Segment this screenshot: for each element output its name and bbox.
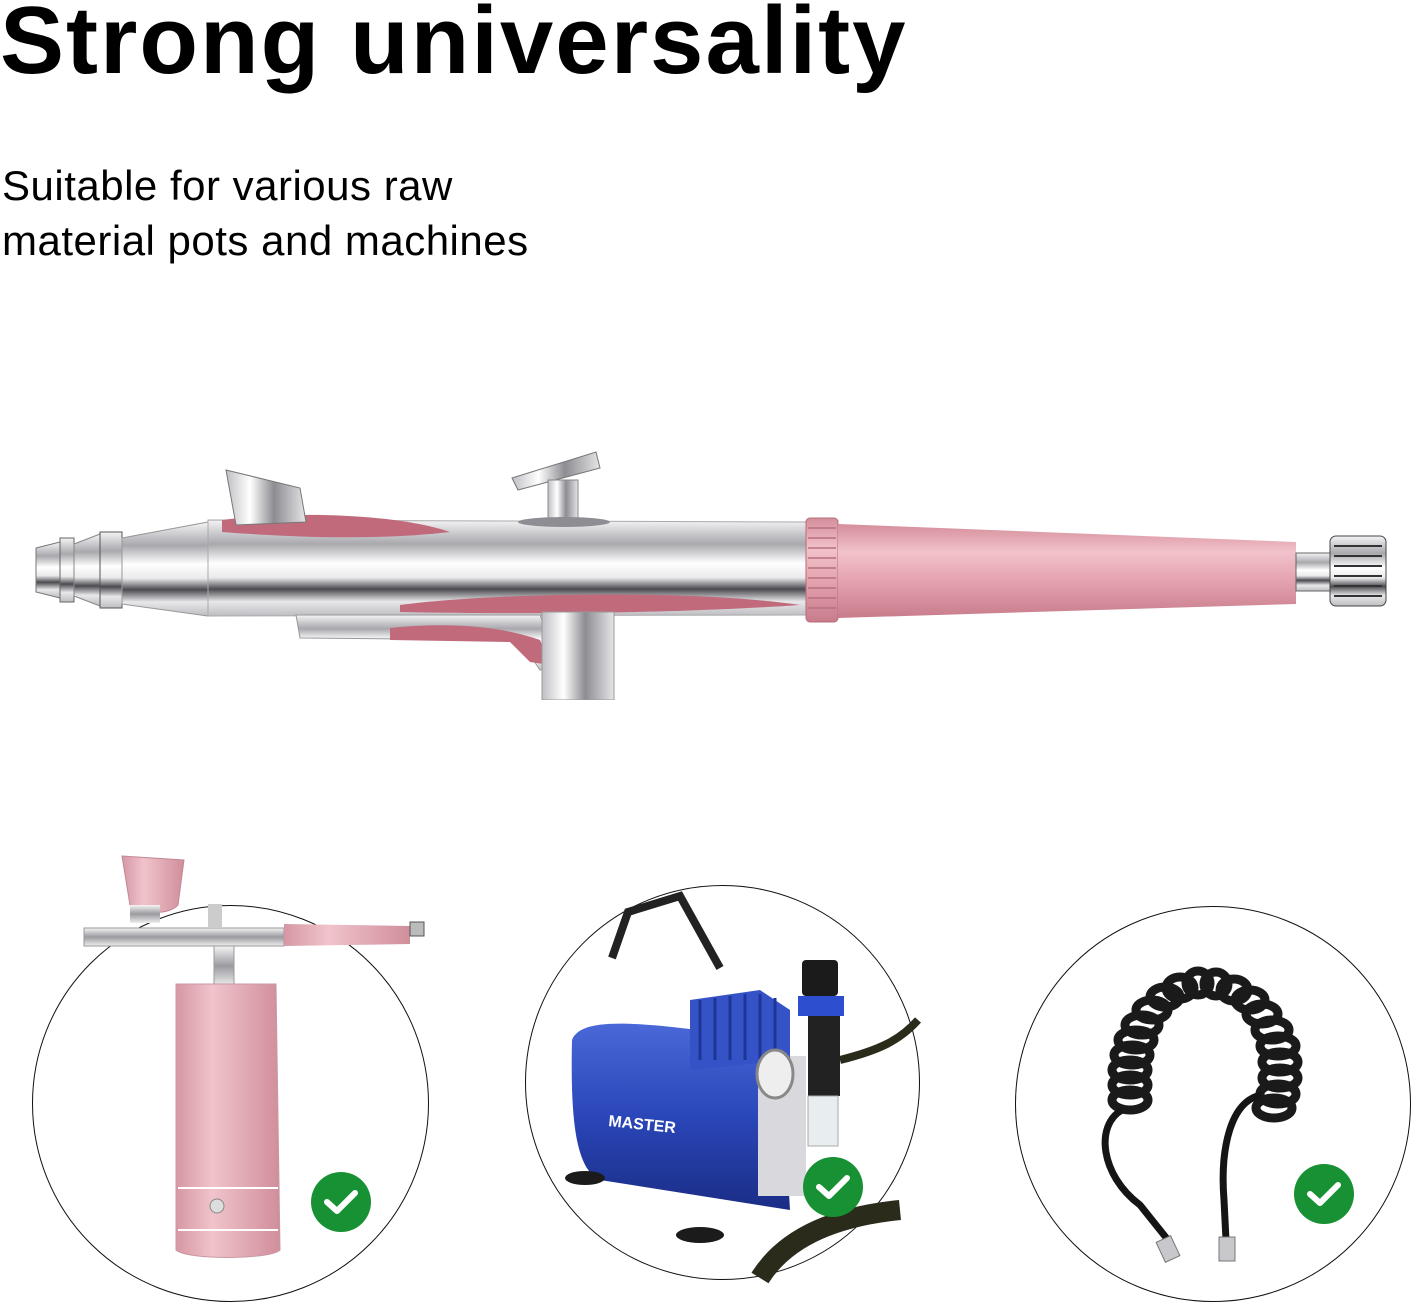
- check-icon: [803, 1157, 863, 1217]
- page-title: Strong universality: [0, 0, 908, 94]
- check-icon: [1294, 1164, 1354, 1224]
- subtitle-line-1: Suitable for various raw: [2, 162, 453, 209]
- airbrush-hero-image: [35, 451, 1387, 700]
- subtitle: Suitable for various raw material pots a…: [2, 158, 529, 268]
- check-icon: [311, 1172, 371, 1232]
- subtitle-line-2: material pots and machines: [2, 217, 529, 264]
